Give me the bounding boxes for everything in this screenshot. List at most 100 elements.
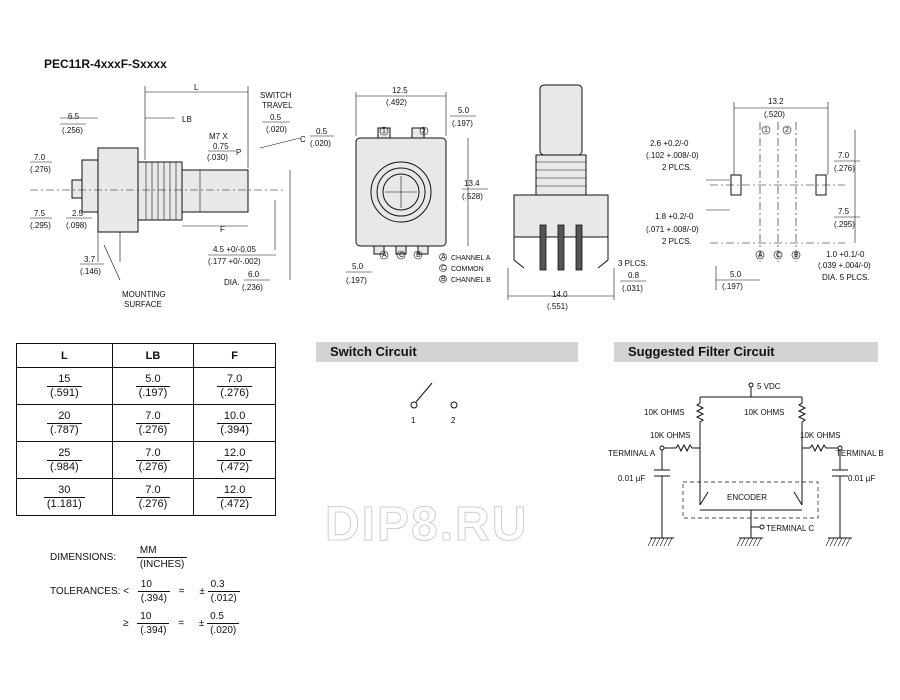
table-header-L: L bbox=[16, 343, 113, 368]
front-pin2: 2 bbox=[422, 128, 426, 135]
switch-pin1: 1 bbox=[411, 416, 416, 425]
dia-in: (.236) bbox=[242, 283, 263, 292]
cell-mm: 15 bbox=[46, 373, 82, 387]
resistor-2 bbox=[797, 397, 807, 430]
d70-in: (.276) bbox=[30, 165, 51, 174]
flat-in: (.177 +0/-.002) bbox=[208, 257, 261, 266]
side2-body bbox=[513, 194, 609, 238]
switch-contact-2 bbox=[450, 401, 458, 409]
cell-in: (.276) bbox=[220, 386, 250, 399]
front-pinA: A bbox=[382, 252, 387, 259]
front-d50b-mm: 5.0 bbox=[352, 262, 364, 271]
filter-r4: 10K OHMS bbox=[800, 431, 840, 440]
mounting-surface-2: SURFACE bbox=[124, 300, 162, 309]
table-row: 15(.591) 5.0(.197) 7.0(.276) bbox=[16, 367, 276, 405]
svg-text:C: C bbox=[441, 265, 446, 272]
cell-mm: 10.0 bbox=[217, 410, 253, 424]
cell-mm: 7.0 bbox=[135, 410, 171, 424]
fp-d50-in: (.197) bbox=[722, 282, 743, 291]
cell-in: (.787) bbox=[49, 423, 79, 436]
cell-in: (.276) bbox=[138, 497, 168, 510]
resistor-4 bbox=[802, 443, 838, 453]
svg-text:A: A bbox=[441, 254, 446, 261]
table-header-row: L LB F bbox=[16, 343, 276, 368]
d37-in: (.146) bbox=[80, 267, 101, 276]
tol2-num: 10 bbox=[137, 610, 170, 624]
filter-circuit-title: Suggested Filter Circuit bbox=[628, 344, 775, 359]
thread-pitch-in: (.030) bbox=[207, 153, 228, 162]
tol2-sym: ≥ bbox=[123, 618, 129, 630]
filter-cap-a: 0.01 µF bbox=[618, 474, 645, 483]
thread bbox=[137, 161, 183, 221]
tol1-vden: (.012) bbox=[210, 593, 237, 604]
dia-mm: 6.0 bbox=[248, 270, 260, 279]
dimensions-unit-in: (INCHES) bbox=[139, 559, 185, 570]
cell-mm: 25 bbox=[46, 447, 82, 461]
cell-mm: 12.0 bbox=[217, 447, 253, 461]
filter-term-a: TERMINAL A bbox=[608, 449, 656, 458]
d75-mm: 7.5 bbox=[34, 209, 46, 218]
tol1-eq: = bbox=[178, 586, 185, 598]
ground-symbols bbox=[647, 537, 852, 547]
resistor-3 bbox=[664, 443, 700, 453]
front-h-in: (.528) bbox=[462, 192, 483, 201]
svg-text:C: C bbox=[776, 252, 781, 259]
tol2-eq: = bbox=[178, 618, 185, 630]
front-pinB: B bbox=[416, 252, 421, 259]
svg-text:1: 1 bbox=[764, 127, 768, 134]
table-row: 25(.984) 7.0(.276) 12.0(.472) bbox=[16, 441, 276, 479]
filter-vdc: 5 VDC bbox=[757, 382, 781, 391]
dimensions-unit-mm: MM bbox=[136, 544, 188, 558]
switch-travel-1: SWITCH bbox=[260, 91, 292, 100]
dim-LB-label: LB bbox=[182, 115, 192, 124]
C-in: (.020) bbox=[310, 139, 331, 148]
switch-circuit-title: Switch Circuit bbox=[330, 344, 417, 359]
front-d50-mm: 5.0 bbox=[458, 106, 470, 115]
fp-d70-in: (.276) bbox=[834, 164, 855, 173]
cell-in: (.276) bbox=[138, 460, 168, 473]
dia-label: DIA. bbox=[224, 278, 240, 287]
cell-in: (1.181) bbox=[46, 497, 82, 510]
switch-pin2: 2 bbox=[451, 416, 456, 425]
side-back-plate bbox=[81, 159, 99, 213]
fp-slot1-n: 2 PLCS. bbox=[662, 163, 692, 172]
fp-slot2-n: 2 PLCS. bbox=[662, 237, 692, 246]
cell-in: (.984) bbox=[49, 460, 79, 473]
filter-cap-b: 0.01 µF bbox=[848, 474, 875, 483]
filter-term-c: TERMINAL C bbox=[766, 524, 814, 533]
cell-in: (.197) bbox=[138, 386, 168, 399]
switch-circuit: 1 2 bbox=[410, 382, 458, 425]
tol1-vnum: 0.3 bbox=[207, 578, 240, 592]
cell-in: (.472) bbox=[220, 497, 250, 510]
side-view: L LB SWITCH TRAVEL 0.5 (.020) M7 X 0.75 … bbox=[30, 83, 334, 309]
C-label: C bbox=[300, 135, 306, 144]
fp-hole-n: DIA. 5 PLCS. bbox=[822, 273, 870, 282]
cell-mm: 7.0 bbox=[135, 447, 171, 461]
P-label: P bbox=[236, 148, 241, 157]
switch-travel-mm: 0.5 bbox=[270, 113, 282, 122]
part-number: PEC11R-4xxxF-Sxxxx bbox=[44, 57, 167, 71]
fp-d75-in: (.295) bbox=[834, 220, 855, 229]
tol2-vden: (.020) bbox=[210, 625, 237, 636]
cell-mm: 7.0 bbox=[135, 484, 171, 498]
switch-travel-in: (.020) bbox=[266, 125, 287, 134]
dim-L-label: L bbox=[194, 83, 199, 92]
legend-channel-a: CHANNEL A bbox=[451, 255, 491, 262]
tol1-sym: < bbox=[123, 586, 130, 598]
cell-mm: 12.0 bbox=[217, 484, 253, 498]
fp-w-in: (.520) bbox=[764, 110, 785, 119]
d25-in: (.098) bbox=[66, 221, 87, 230]
fp-slot2-mm: 1.8 +0.2/-0 bbox=[655, 212, 694, 221]
tol1-den: (.394) bbox=[140, 593, 167, 604]
resistor-1 bbox=[695, 397, 705, 430]
cell-in: (.591) bbox=[49, 386, 79, 399]
d65-in: (.256) bbox=[62, 126, 83, 135]
d65-mm: 6.5 bbox=[68, 112, 80, 121]
front-pinC: C bbox=[399, 252, 404, 259]
tol2-vnum: 0.5 bbox=[207, 610, 240, 624]
svg-text:B: B bbox=[794, 252, 799, 259]
fp-slot1-mm: 2.6 +0.2/-0 bbox=[650, 139, 689, 148]
side2-plcs: 3 PLCS. bbox=[618, 259, 648, 268]
front-d50b-in: (.197) bbox=[346, 276, 367, 285]
fp-hole-mm: 1.0 +0.1/-0 bbox=[826, 250, 865, 259]
